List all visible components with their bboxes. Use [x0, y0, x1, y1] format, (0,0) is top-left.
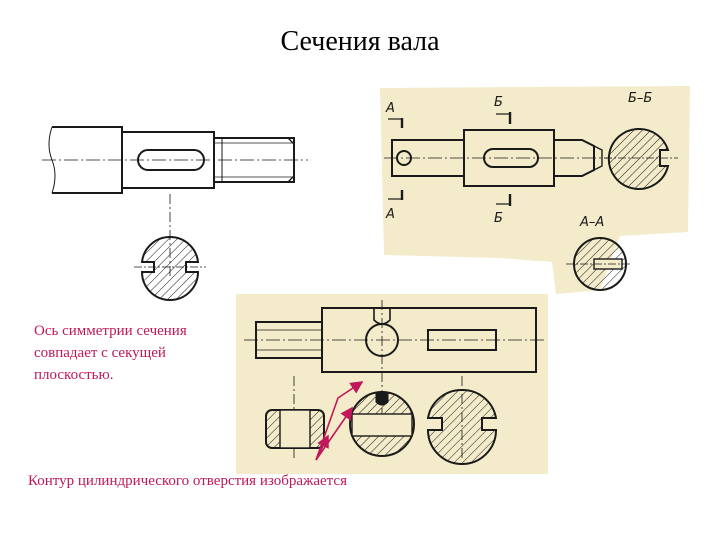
section-bottom-rect — [265, 409, 325, 449]
section-bottom-keyway — [426, 388, 498, 465]
cut-label-b-top: Б — [494, 95, 503, 110]
section-label-aa: А–А — [579, 215, 604, 230]
cut-label-a-bottom: А — [385, 207, 395, 222]
slide-title: Сечения вала — [280, 26, 440, 57]
annotation-axis-note: Ось симметрии сечения совпадает с секуще… — [34, 323, 187, 383]
section-bb — [604, 127, 678, 190]
section-aa — [566, 237, 632, 291]
annotation-contour-note: Контур цилиндрического отверстия изображ… — [28, 473, 347, 489]
shaft-drawing-bottom — [236, 294, 548, 474]
cut-label-b-bottom: Б — [494, 211, 503, 226]
cut-label-a-top: А — [385, 101, 395, 116]
section-left-keyway — [134, 235, 206, 301]
shaft-drawing-right: А А Б Б — [380, 86, 690, 294]
shaft-drawing-left — [42, 126, 308, 278]
annotation-arrows — [315, 381, 364, 461]
section-label-bb: Б–Б — [628, 91, 652, 106]
section-bottom-hole — [349, 391, 415, 457]
